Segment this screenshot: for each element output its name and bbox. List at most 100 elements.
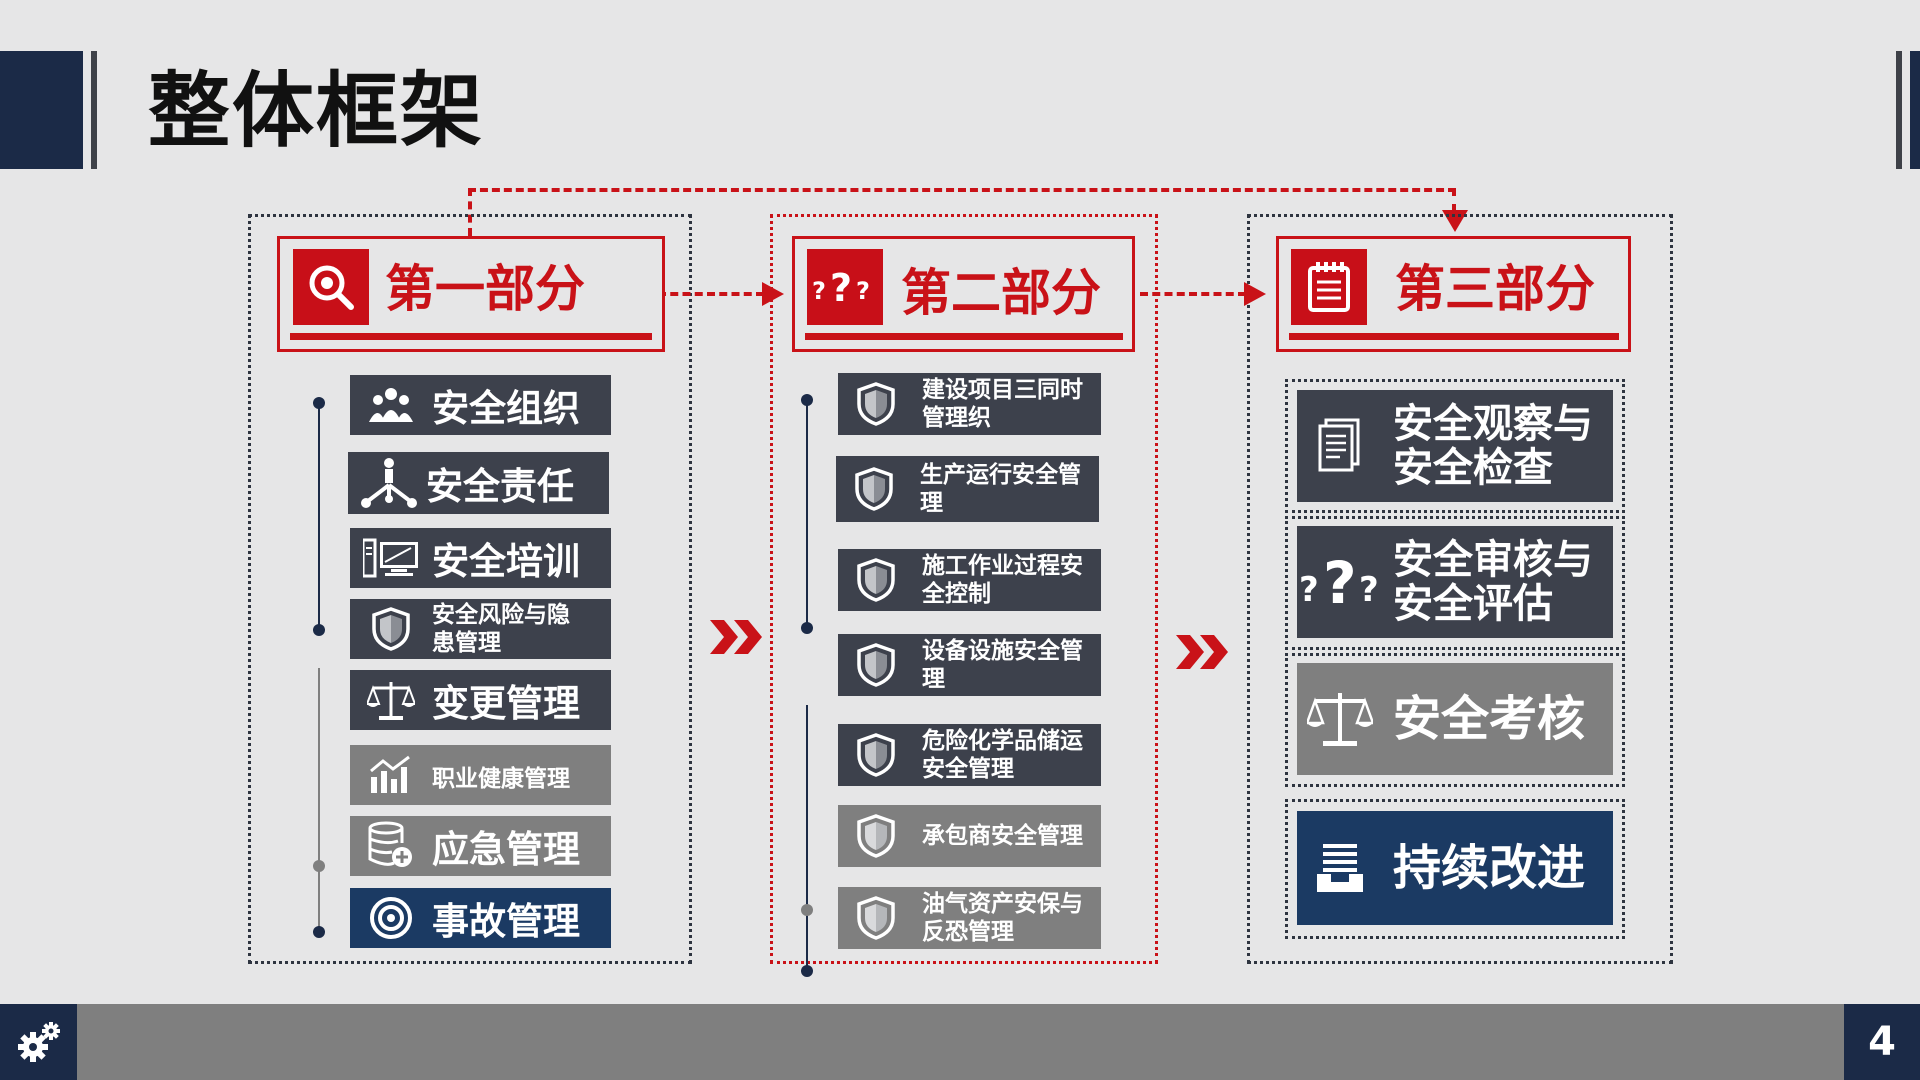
item-label: 安全责任 xyxy=(426,465,574,508)
list-item: ??? 安全审核与安全评估 xyxy=(1297,526,1613,638)
timeline-dot xyxy=(801,904,813,916)
list-item: 生产运行安全管理 xyxy=(836,456,1099,522)
list-item: 安全责任 xyxy=(348,452,609,514)
scale-icon xyxy=(360,678,422,722)
list-item: 应急管理 xyxy=(350,816,611,876)
list-item: 变更管理 xyxy=(350,670,611,730)
database-add-icon xyxy=(360,821,422,871)
arrow-head-right-icon xyxy=(1244,282,1266,306)
section-3-frame xyxy=(1247,214,1673,964)
timeline-dot xyxy=(313,624,325,636)
item-frame xyxy=(1285,516,1625,650)
item-frame xyxy=(1285,653,1625,787)
page-title: 整体框架 xyxy=(148,64,485,159)
timeline-line xyxy=(806,400,808,628)
connector-up xyxy=(468,188,472,236)
gear-icon xyxy=(0,1004,77,1080)
item-label: 职业健康管理 xyxy=(432,766,570,792)
list-item: 安全组织 xyxy=(350,375,611,435)
question-marks-icon: ??? xyxy=(1297,551,1383,613)
list-item: 设备设施安全管理 xyxy=(838,634,1101,696)
item-label: 安全组织 xyxy=(432,387,580,430)
item-label: 应急管理 xyxy=(432,828,580,871)
target-search-icon xyxy=(293,249,369,325)
notepad-icon xyxy=(1291,249,1367,325)
timeline-line xyxy=(806,705,808,971)
item-label: 安全风险与隐患管理 xyxy=(432,602,570,656)
section-1-title: 第一部分 xyxy=(385,260,585,318)
shield-icon xyxy=(848,467,900,511)
item-label: 变更管理 xyxy=(432,682,580,725)
connector-top xyxy=(468,188,1456,192)
document-icon xyxy=(1297,418,1383,474)
connector-2-3 xyxy=(1140,292,1246,296)
item-label: 安全观察与安全检查 xyxy=(1393,401,1593,491)
timeline-dot xyxy=(313,926,325,938)
list-item: 危险化学品储运安全管理 xyxy=(838,724,1101,786)
item-label: 危险化学品储运安全管理 xyxy=(922,728,1083,782)
page-number: 4 xyxy=(1844,1004,1920,1080)
chart-icon xyxy=(360,755,422,795)
item-label: 承包商安全管理 xyxy=(922,823,1083,849)
item-label: 生产运行安全管理 xyxy=(920,462,1081,516)
connector-down xyxy=(1452,188,1456,212)
footer-bar xyxy=(0,1004,1920,1080)
section-3-underline xyxy=(1289,333,1619,340)
inbox-stack-icon xyxy=(1297,842,1383,894)
section-2-title: 第二部分 xyxy=(901,264,1101,322)
timeline-dot xyxy=(801,394,813,406)
item-label: 安全审核与安全评估 xyxy=(1393,537,1593,627)
section-2-underline xyxy=(805,333,1123,340)
connector-1-2 xyxy=(658,292,764,296)
item-label: 安全考核 xyxy=(1393,691,1586,747)
item-label: 事故管理 xyxy=(432,900,580,943)
header-accent-line xyxy=(91,51,97,169)
item-frame xyxy=(1285,799,1625,939)
section-1-header: 第一部分 xyxy=(277,236,665,352)
scale-icon xyxy=(1297,689,1383,749)
shield-icon xyxy=(850,733,902,777)
section-1-frame xyxy=(248,214,692,964)
list-item: 承包商安全管理 xyxy=(838,805,1101,867)
computer-icon xyxy=(360,538,422,578)
timeline-dot xyxy=(313,397,325,409)
shield-icon xyxy=(850,643,902,687)
list-item: 施工作业过程安全控制 xyxy=(838,549,1101,611)
target-icon xyxy=(360,896,422,940)
section-1-underline xyxy=(290,333,652,340)
svg-text:?: ? xyxy=(812,277,826,305)
list-item: 安全考核 xyxy=(1297,663,1613,775)
timeline-dot xyxy=(801,965,813,977)
list-item: 安全风险与隐患管理 xyxy=(350,599,611,659)
list-item: 油气资产安保与反恐管理 xyxy=(838,887,1101,949)
svg-text:?: ? xyxy=(1323,551,1357,613)
item-label: 持续改进 xyxy=(1393,840,1586,896)
shield-icon xyxy=(850,896,902,940)
item-label: 设备设施安全管理 xyxy=(922,638,1083,692)
item-label: 施工作业过程安全控制 xyxy=(922,553,1083,607)
svg-text:?: ? xyxy=(856,277,870,305)
shield-icon xyxy=(850,814,902,858)
arrow-head-right-icon xyxy=(762,282,784,306)
header-accent-block xyxy=(0,51,83,169)
list-item: 安全观察与安全检查 xyxy=(1297,390,1613,502)
timeline-dot xyxy=(313,860,325,872)
section-3-header: 第三部分 xyxy=(1276,236,1631,352)
shield-icon xyxy=(360,607,422,651)
item-label: 建设项目三同时管理织 xyxy=(922,377,1083,431)
people-icon xyxy=(360,386,422,424)
header-right-block xyxy=(1910,51,1920,169)
timeline-line xyxy=(318,668,320,932)
list-item: 事故管理 xyxy=(350,888,611,948)
question-marks-icon: ??? xyxy=(807,249,883,325)
network-person-icon xyxy=(358,457,420,509)
shield-icon xyxy=(850,558,902,602)
svg-text:?: ? xyxy=(1299,570,1319,610)
shield-icon xyxy=(850,382,902,426)
section-2-frame xyxy=(770,214,1158,964)
list-item: 安全培训 xyxy=(350,528,611,588)
item-label: 安全培训 xyxy=(432,540,580,583)
list-item: 职业健康管理 xyxy=(350,745,611,805)
section-2-header: ??? 第二部分 xyxy=(792,236,1135,352)
svg-text:?: ? xyxy=(1359,570,1379,610)
